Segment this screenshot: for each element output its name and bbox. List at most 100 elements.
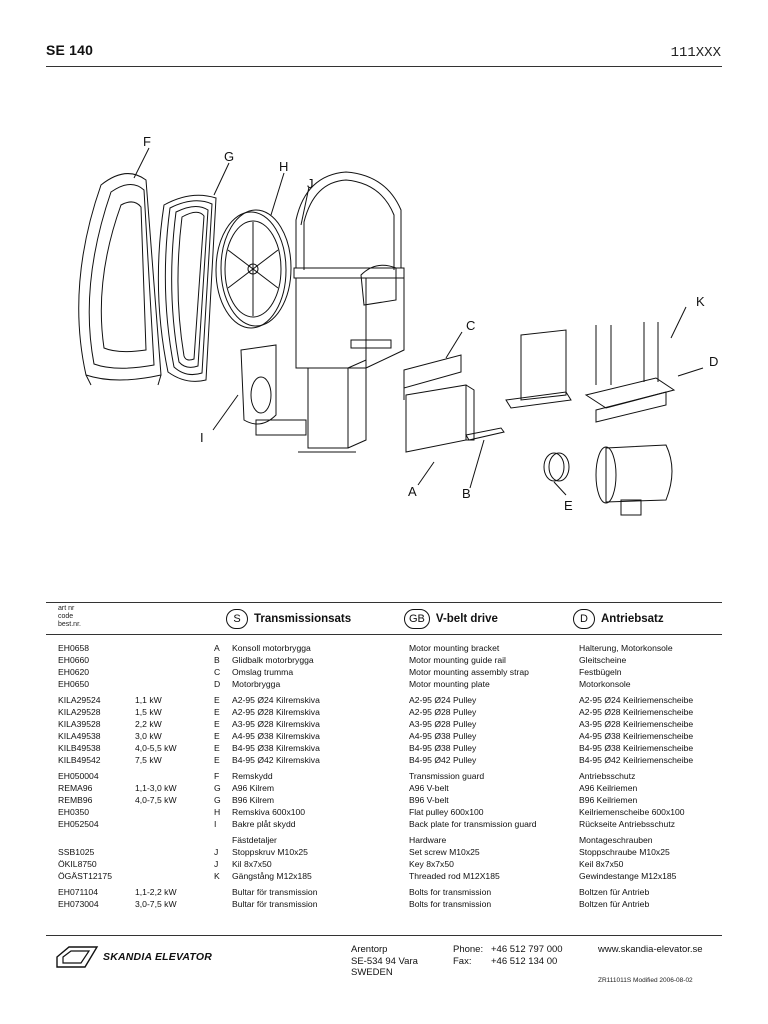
lang-heading-german: D Antriebsatz	[573, 609, 664, 629]
cell-sv: Motorbrygga	[232, 679, 281, 689]
cell-code: KILA39528	[58, 719, 101, 729]
lang-title-english: V-belt drive	[435, 613, 498, 625]
flat-pulley-drawing	[215, 209, 292, 329]
cell-ref: E	[214, 743, 220, 753]
cell-kw: 1,5 kW	[135, 707, 162, 717]
cell-de: A2-95 Ø28 Keilriemenscheibe	[579, 707, 694, 717]
cell-ref: E	[214, 695, 220, 705]
cell-code: EH0660	[58, 655, 90, 665]
company-name: SKANDIA ELEVATOR	[103, 951, 212, 963]
cell-code: EH0350	[58, 807, 90, 817]
cell-en: A2-95 Ø24 Pulley	[409, 695, 477, 705]
table-top-rule	[46, 602, 722, 603]
back-plate-drawing	[240, 344, 277, 425]
lang-badge-german: D	[573, 609, 595, 629]
cell-en: Bolts for transmission	[409, 887, 492, 897]
assembly-strap-drawing	[403, 354, 462, 400]
cell-ref: E	[214, 731, 220, 741]
callout-a: A	[408, 484, 417, 499]
cell-de: Gewindestange M12x185	[579, 871, 677, 881]
cell-sv: A2-95 Ø28 Kilremskiva	[232, 707, 320, 717]
cell-kw: 7,5 kW	[135, 755, 162, 765]
cell-de: A3-95 Ø28 Keilriemenscheibe	[579, 719, 694, 729]
guide-rail-drawing	[465, 427, 505, 441]
cell-en: Key 8x7x50	[409, 859, 454, 869]
cell-ref: B	[214, 655, 220, 665]
cell-en: Set screw M10x25	[409, 847, 480, 857]
cell-kw: 1,1-3,0 kW	[135, 783, 177, 793]
cell-code: REMB96	[58, 795, 93, 805]
motor-drawing	[595, 444, 673, 516]
document-code: 111XXX	[670, 45, 721, 61]
cell-de: Keilriemenscheibe 600x100	[579, 807, 685, 817]
cell-en: B4-95 Ø42 Pulley	[409, 755, 477, 765]
callout-g: G	[224, 149, 234, 164]
cell-ref: E	[214, 707, 220, 717]
transmission-guard-drawing	[78, 173, 162, 386]
cell-kw: 4,0-5,5 kW	[135, 743, 177, 753]
cell-sv: A96 Kilrem	[232, 783, 275, 793]
cell-sv: Konsoll motorbrygga	[232, 643, 311, 653]
company-logo: SKANDIA ELEVATOR	[55, 945, 212, 969]
cell-de: A2-95 Ø24 Keilriemenscheibe	[579, 695, 694, 705]
cell-sv: B4-95 Ø42 Kilremskiva	[232, 755, 320, 765]
cell-code: EH0620	[58, 667, 90, 677]
cell-de: Stoppschraube M10x25	[579, 847, 670, 857]
cell-code: KILA49538	[58, 731, 101, 741]
company-contact: Phone:+46 512 797 000 Fax:+46 512 134 00	[453, 944, 563, 967]
skandia-diamond-icon	[56, 946, 99, 968]
cell-en: B4-95 Ø38 Pulley	[409, 743, 477, 753]
cell-de: A96 Keilriemen	[579, 783, 638, 793]
cell-code: ÖKIL8750	[58, 859, 97, 869]
cell-de: Montageschrauben	[579, 835, 653, 845]
cell-de: B4-95 Ø42 Keilriemenscheibe	[579, 755, 694, 765]
cell-ref: E	[214, 755, 220, 765]
cell-en: Threaded rod M12X185	[409, 871, 500, 881]
cell-en: A2-95 Ø28 Pulley	[409, 707, 477, 717]
cell-ref: J	[214, 847, 219, 857]
cell-en: A3-95 Ø28 Pulley	[409, 719, 477, 729]
cell-en: B96 V-belt	[409, 795, 449, 805]
cell-code: KILA29524	[58, 695, 101, 705]
lang-badge-english: GB	[404, 609, 430, 629]
callout-k: K	[696, 294, 705, 309]
cell-code: EH0658	[58, 643, 90, 653]
cell-de: B4-95 Ø38 Keilriemenscheibe	[579, 743, 694, 753]
callout-e: E	[564, 498, 573, 513]
cell-sv: Gängstång M12x185	[232, 871, 312, 881]
cell-sv: Glidbalk motorbrygga	[232, 655, 314, 665]
cell-de: Boltzen für Antrieb	[579, 899, 650, 909]
cell-code: EH050004	[58, 771, 99, 781]
cell-en: A96 V-belt	[409, 783, 449, 793]
cell-de: Boltzen für Antrieb	[579, 887, 650, 897]
cell-de: Festbügeln	[579, 667, 622, 677]
cell-kw: 4,0-7,5 kW	[135, 795, 177, 805]
lang-title-german: Antriebsatz	[601, 613, 664, 625]
cell-code: SSB1025	[58, 847, 95, 857]
exploded-view-drawing: F G H J C K D I A B E	[46, 110, 722, 590]
cell-ref: E	[214, 719, 220, 729]
cell-de: Halterung, Motorkonsole	[579, 643, 673, 653]
cell-sv: Stoppskruv M10x25	[232, 847, 308, 857]
cell-code: EH071104	[58, 887, 98, 897]
cell-code: ÖGÄST12175	[58, 871, 112, 881]
callout-i: I	[200, 430, 204, 445]
footer-rule	[46, 935, 722, 936]
cell-kw: 1,1 kW	[135, 695, 162, 705]
motor-mounting-plate-drawing	[505, 329, 676, 423]
lang-title-swedish: Transmissionsats	[254, 613, 352, 625]
document-title: SE 140	[46, 42, 94, 58]
cell-sv: A4-95 Ø38 Kilremskiva	[232, 731, 320, 741]
